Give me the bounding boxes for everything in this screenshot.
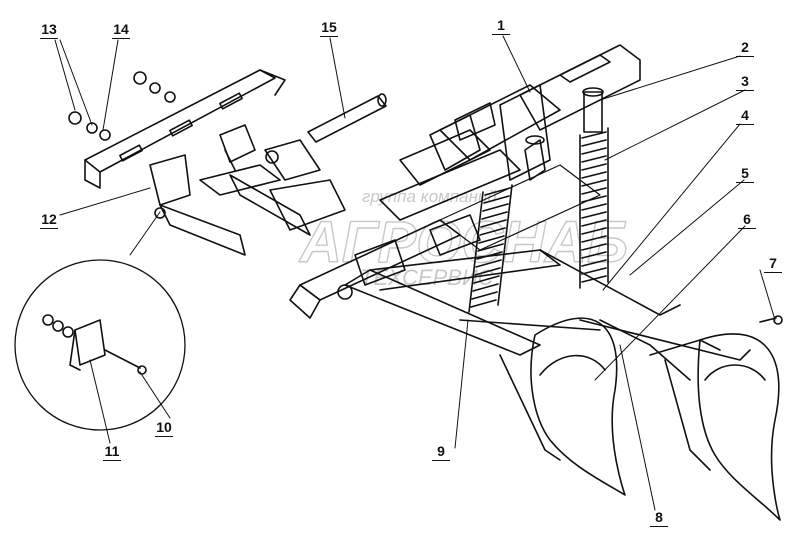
callout-2: 2 — [736, 40, 754, 57]
watermark-line2: АГРОСНАБ — [298, 210, 628, 275]
spring-left — [468, 135, 546, 313]
bolt-right — [759, 315, 783, 325]
callout-13: 13 — [40, 21, 58, 39]
callout-5: 5 — [736, 166, 754, 183]
watermark-line1: группа компаний — [362, 187, 497, 206]
leader-lines — [54, 35, 776, 511]
callout-9: 9 — [432, 444, 450, 461]
callout-11: 11 — [103, 443, 121, 461]
upper-brackets — [429, 84, 551, 181]
fasteners-top — [68, 71, 176, 141]
callout-6: 6 — [738, 212, 756, 229]
callout-4: 4 — [736, 108, 754, 125]
blade-right — [664, 333, 781, 521]
mounting-plate — [84, 69, 286, 189]
detail-inset — [14, 211, 186, 431]
callout-1: 1 — [492, 18, 510, 35]
side-bracket-assembly — [149, 139, 346, 256]
watermark: группа компаний АГРОСНАБ ТЕХСЕРВИС — [297, 187, 628, 290]
blade-left — [499, 317, 626, 496]
callout-10: 10 — [155, 419, 173, 437]
frame-beam — [289, 44, 641, 319]
small-bracket — [219, 124, 256, 171]
callout-12: 12 — [40, 211, 58, 229]
lever-arms — [337, 214, 751, 381]
callout-14: 14 — [112, 21, 130, 39]
callout-7: 7 — [764, 256, 782, 273]
callout-15: 15 — [320, 19, 338, 37]
spring-right — [579, 87, 609, 289]
callout-8: 8 — [650, 510, 668, 527]
rod — [307, 93, 387, 143]
callout-3: 3 — [736, 74, 754, 91]
